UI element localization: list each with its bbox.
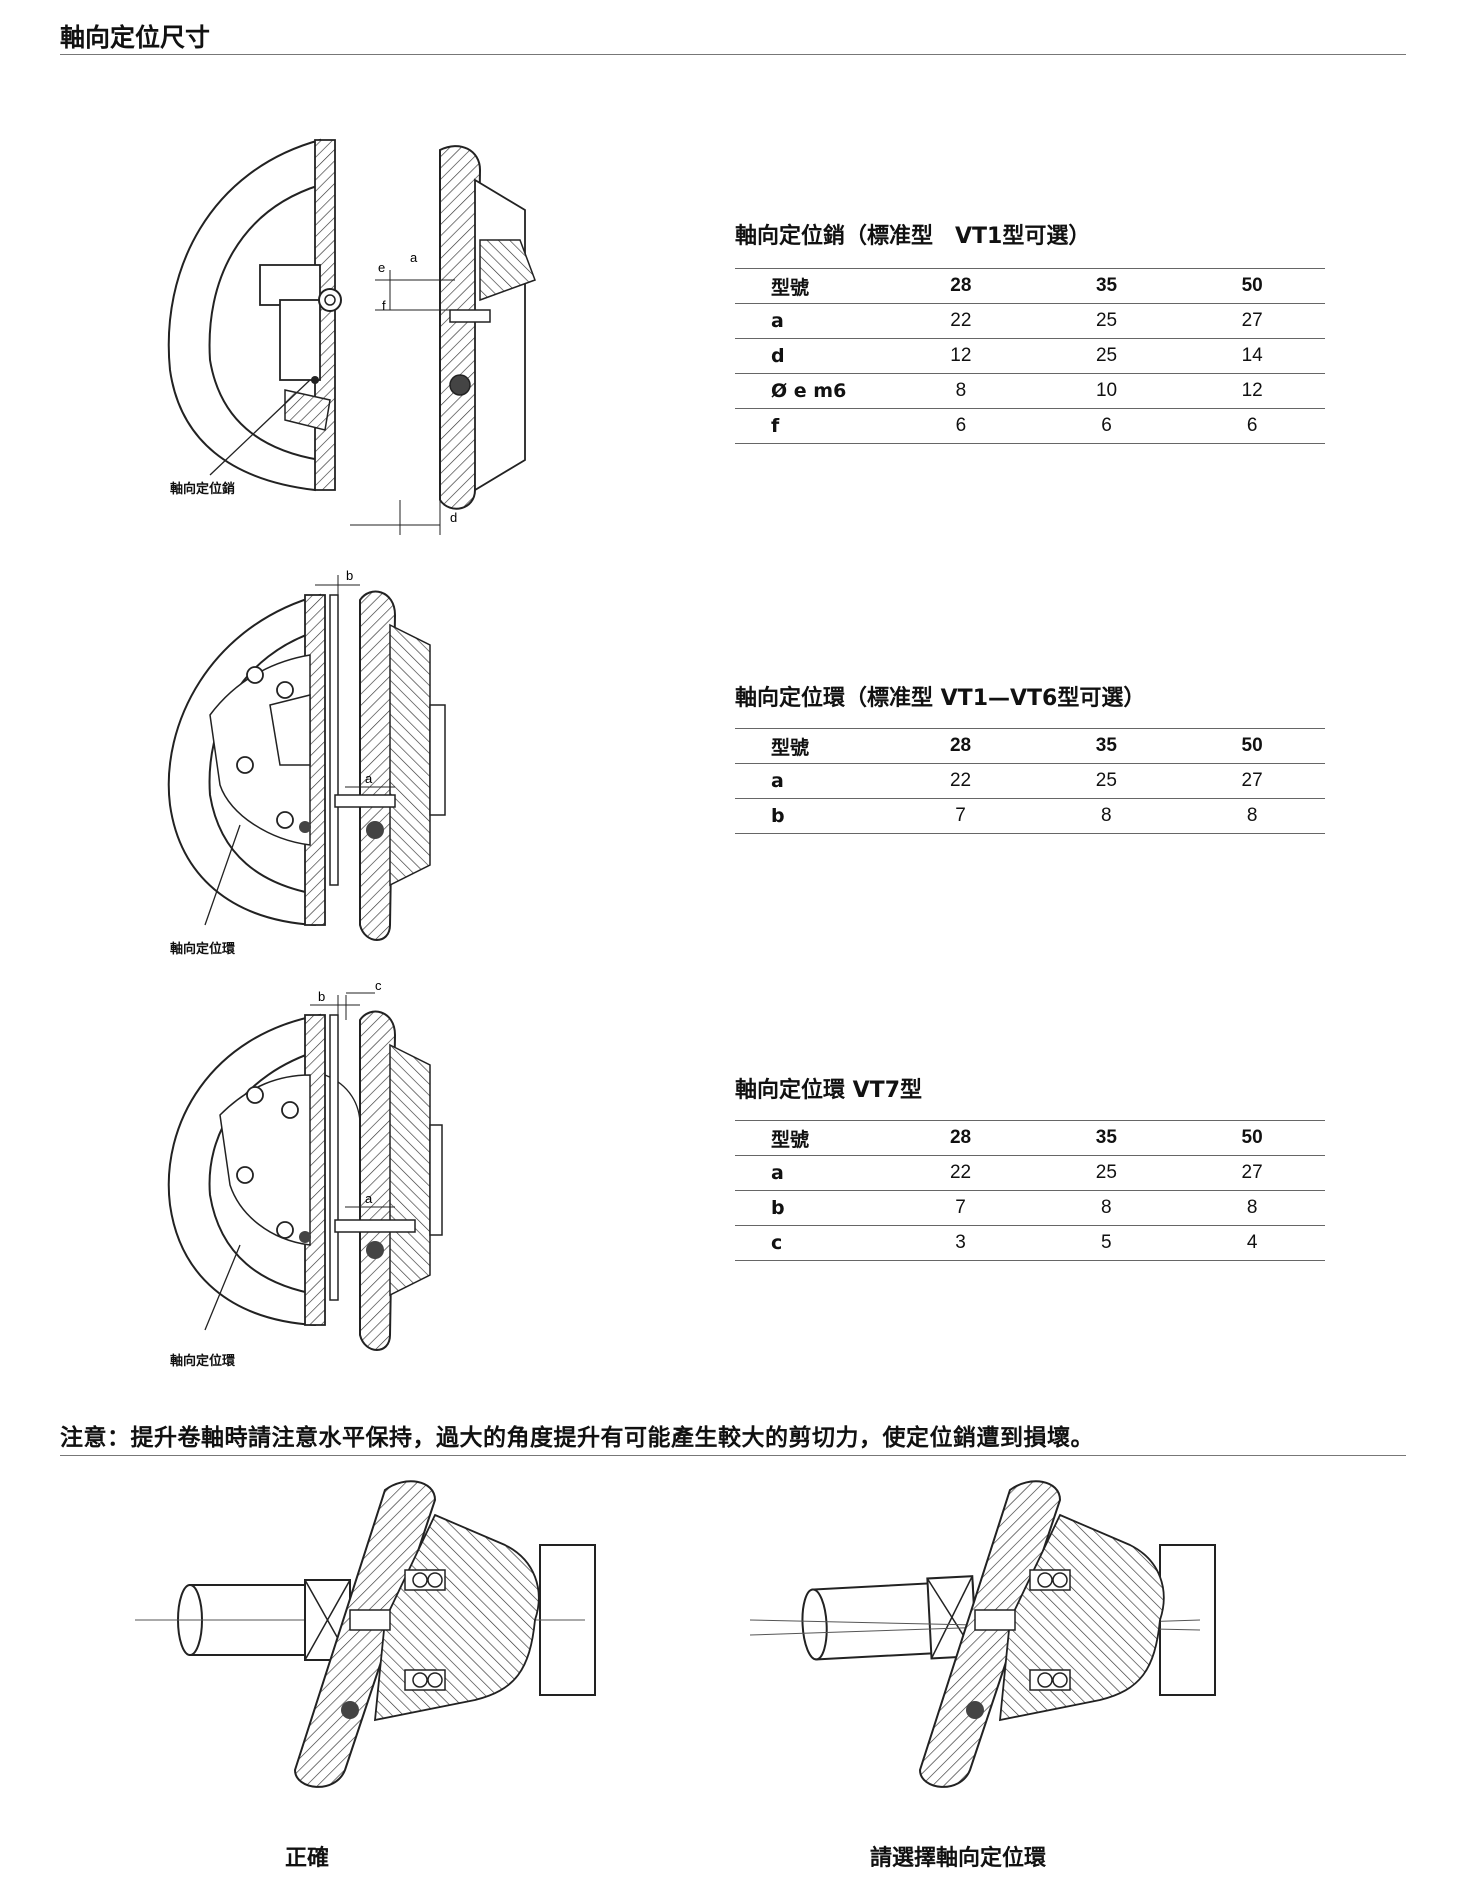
table-row: a 22 25 27 [735, 303, 1325, 339]
cell: 27 [1179, 303, 1325, 339]
correct-drawing [135, 1480, 596, 1788]
page-title: 軸向定位尺寸 [60, 23, 211, 52]
choose-ring-caption: 請選擇軸向定位環 [870, 1846, 1047, 1871]
row-label: b [735, 1190, 888, 1226]
table-row: d 12 25 14 [735, 338, 1325, 374]
cell: 25 [1033, 338, 1180, 374]
cell: 22 [888, 303, 1034, 339]
dim-d: d [450, 510, 457, 525]
cell: 25 [1033, 303, 1180, 339]
dim-a: a [365, 771, 373, 786]
vt7-ring-caption: 軸向定位環 [170, 1354, 236, 1369]
cell: 8 [1033, 1190, 1180, 1226]
header-35: 35 [1033, 268, 1180, 304]
dim-c: c [375, 978, 382, 993]
pin-drawing: e a f d [167, 138, 536, 535]
header-35: 35 [1033, 1120, 1180, 1156]
header-28: 28 [888, 268, 1034, 304]
notice-divider [60, 1455, 1406, 1456]
table-row: c 3 5 4 [735, 1225, 1325, 1261]
pin-spec-table: 型號 28 35 50 a 22 25 27 d 12 25 14 Ø e m6… [735, 268, 1325, 444]
cell: 25 [1033, 1155, 1180, 1191]
row-label: a [735, 303, 889, 339]
table-row: a 22 25 27 [735, 1155, 1325, 1191]
cell: 7 [887, 1190, 1034, 1226]
cell: 6 [888, 408, 1034, 444]
dim-b: b [346, 568, 353, 583]
cell: 8 [1179, 798, 1325, 834]
cell: 10 [1033, 373, 1180, 409]
row-label: c [735, 1225, 888, 1261]
notice-text: 注意：提升卷軸時請注意水平保持，過大的角度提升有可能產生較大的剪切力，使定位銷遭… [60, 1425, 1094, 1451]
cell: 27 [1179, 763, 1325, 799]
cell: 6 [1033, 408, 1180, 444]
cell: 8 [1033, 798, 1180, 834]
vt7-table-title: 軸向定位環 VT7型 [735, 1078, 923, 1103]
table-header-row: 型號 28 35 50 [735, 1120, 1325, 1156]
header-50: 50 [1179, 728, 1325, 764]
cell: 6 [1179, 408, 1325, 444]
pin-caption: 軸向定位銷 [170, 482, 236, 497]
header-28: 28 [887, 1120, 1034, 1156]
table-header-row: 型號 28 35 50 [735, 728, 1325, 764]
header-model: 型號 [735, 1120, 888, 1156]
row-label: f [735, 408, 889, 444]
header-50: 50 [1179, 1120, 1325, 1156]
cell: 12 [1179, 373, 1325, 409]
correct-caption: 正確 [285, 1846, 330, 1871]
header-model: 型號 [735, 268, 889, 304]
vt7-spec-table: 型號 28 35 50 a 22 25 27 b 7 8 8 c 3 5 4 [735, 1120, 1325, 1261]
cell: 7 [887, 798, 1034, 834]
row-label: d [735, 338, 889, 374]
row-label: a [735, 1155, 888, 1191]
table-row: Ø e m6 8 10 12 [735, 373, 1325, 409]
title-divider [60, 54, 1406, 55]
cell: 25 [1033, 763, 1180, 799]
table-header-row: 型號 28 35 50 [735, 268, 1325, 304]
header-50: 50 [1179, 268, 1325, 304]
row-label: b [735, 798, 888, 834]
cell: 8 [888, 373, 1034, 409]
cell: 27 [1179, 1155, 1325, 1191]
header-28: 28 [887, 728, 1034, 764]
cell: 14 [1179, 338, 1325, 374]
choose-ring-drawing [750, 1480, 1216, 1788]
table-row: f 6 6 6 [735, 408, 1325, 444]
dim-a: a [365, 1191, 373, 1206]
header-35: 35 [1033, 728, 1180, 764]
row-label: a [735, 763, 888, 799]
dim-f: f [382, 298, 386, 313]
cell: 8 [1179, 1190, 1325, 1226]
cell: 4 [1179, 1225, 1325, 1261]
table-row: b 7 8 8 [735, 798, 1325, 834]
cell: 12 [888, 338, 1034, 374]
ring-table-title: 軸向定位環（標准型 VT1—VT6型可選） [735, 686, 1146, 711]
table-row: a 22 25 27 [735, 763, 1325, 799]
row-label: Ø e m6 [735, 373, 889, 409]
ring-spec-table: 型號 28 35 50 a 22 25 27 b 7 8 8 [735, 728, 1325, 834]
pin-table-title: 軸向定位銷（標准型 VT1型可選） [735, 224, 1091, 249]
cell: 5 [1033, 1225, 1180, 1261]
header-model: 型號 [735, 728, 888, 764]
cell: 22 [887, 1155, 1034, 1191]
ring-caption: 軸向定位環 [170, 942, 236, 957]
cell: 22 [887, 763, 1034, 799]
dim-a: a [410, 250, 418, 265]
vt7-ring-drawing: b c a [167, 978, 443, 1351]
table-row: b 7 8 8 [735, 1190, 1325, 1226]
cell: 3 [887, 1225, 1034, 1261]
ring-drawing: b a [167, 568, 446, 941]
dim-b: b [318, 989, 325, 1004]
dim-e: e [378, 260, 385, 275]
